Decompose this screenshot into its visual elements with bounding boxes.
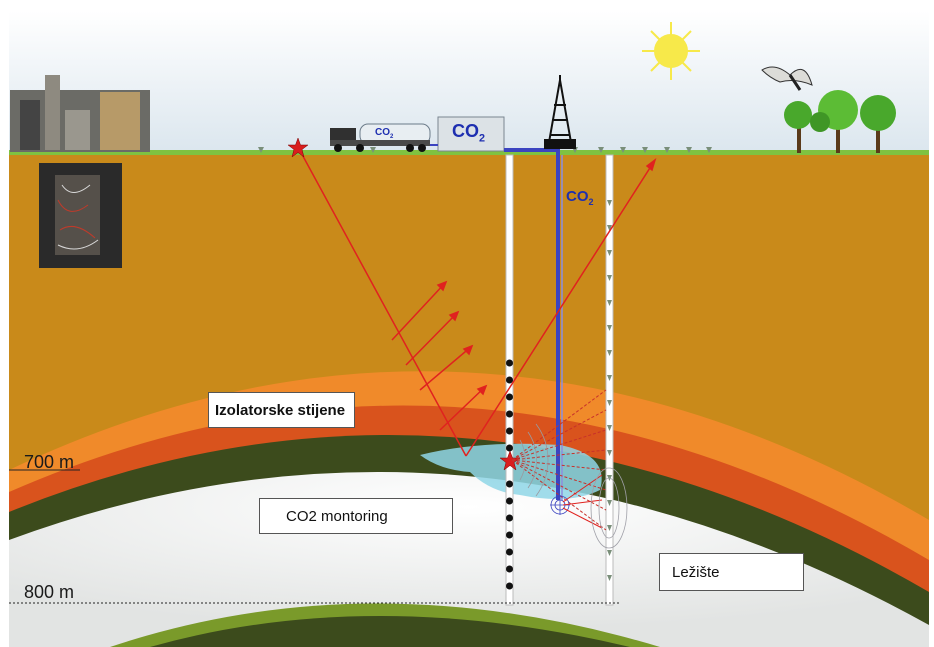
co2-well-label: CO2 bbox=[566, 188, 594, 207]
ground-surface bbox=[9, 150, 929, 155]
sun-icon bbox=[642, 22, 700, 80]
co2-tanker-truck bbox=[330, 123, 431, 152]
bird-icon bbox=[761, 66, 813, 91]
trees-icon bbox=[784, 90, 896, 153]
drilling-rig bbox=[544, 75, 576, 149]
surface-source-star bbox=[287, 137, 309, 158]
monitoring-equipment-image bbox=[39, 163, 122, 268]
depth-800-label: 800 m bbox=[24, 582, 75, 602]
co2-truck-label: CO2 bbox=[375, 127, 394, 140]
reservoir-label: Ležište bbox=[659, 553, 804, 591]
monitoring-label: CO2 montoring bbox=[259, 498, 453, 534]
co2-pipeline bbox=[504, 148, 560, 500]
power-plant-image bbox=[10, 75, 150, 152]
seismic-rays bbox=[297, 146, 657, 457]
co2-tank-label: CO2 bbox=[452, 121, 486, 145]
surface-geophones bbox=[258, 147, 712, 153]
co2-storage-tank bbox=[437, 116, 505, 152]
cap-rock-label: Izolatorske stijene bbox=[208, 392, 355, 428]
crosswell-rays bbox=[511, 389, 607, 531]
depth-700-label: 700 m bbox=[24, 452, 75, 472]
microseismic-arrows bbox=[562, 474, 603, 529]
monitoring-well bbox=[505, 154, 514, 606]
